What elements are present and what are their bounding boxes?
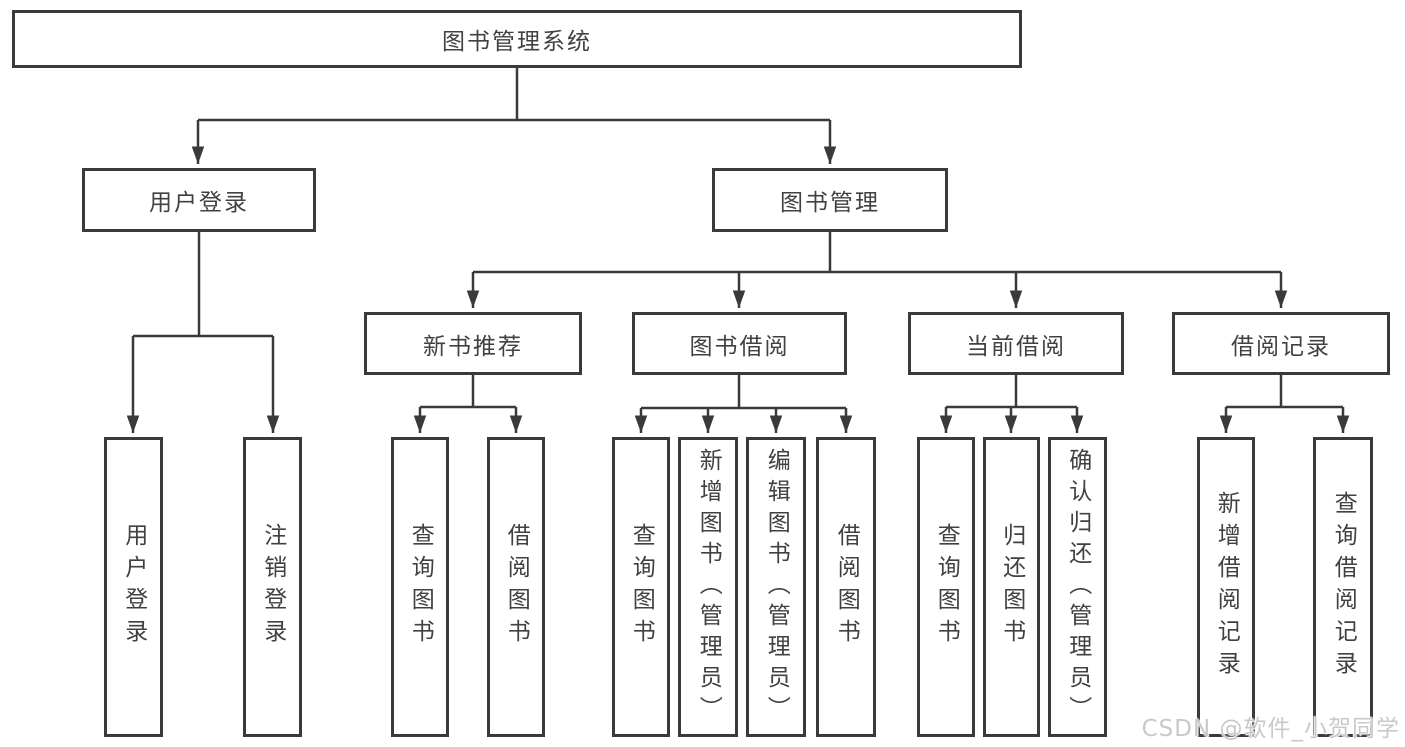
node-book-management: 图书管理 [712,168,948,232]
leaf-rec-query-book: 查询图书 [391,437,449,737]
node-label: 当前借阅 [966,333,1066,360]
leaf-bb-borrow-book: 借阅图书 [816,437,876,737]
leaf-bb-edit-book-admin: 编辑图书（管理员） [746,437,806,737]
leaf-user-login: 用户登录 [104,437,163,737]
node-book-borrowing: 图书借阅 [632,312,847,375]
node-library-management-system: 图书管理系统 [12,10,1022,68]
leaf-logout: 注销登录 [243,437,302,737]
leaf-br-add-record: 新增借阅记录 [1197,437,1255,737]
node-label: 查询图书 [628,523,655,651]
node-current-borrowing: 当前借阅 [908,312,1124,375]
edge-book-mgmt-children [466,232,1288,308]
edge-user-login-children [126,232,280,433]
edge-new-book-rec-children [413,375,523,433]
node-label: 查询借阅记录 [1330,491,1357,683]
node-label: 注销登录 [259,523,286,651]
leaf-rec-borrow-book: 借阅图书 [487,437,545,737]
edge-borrow-records-children [1219,375,1350,433]
leaf-br-query-record: 查询借阅记录 [1313,437,1373,737]
node-label: 新书推荐 [423,333,523,360]
node-label: 归还图书 [998,523,1025,651]
node-label: 用户登录 [149,190,249,216]
node-label: 查询图书 [933,523,960,651]
leaf-cb-confirm-return-admin: 确认归还（管理员） [1048,437,1107,737]
node-label: 新增图书（管理员） [695,447,722,727]
node-label: 借阅记录 [1231,333,1331,360]
leaf-bb-add-book-admin: 新增图书（管理员） [678,437,738,737]
node-label: 用户登录 [120,523,147,651]
edge-root-to-level2 [191,68,837,164]
edge-book-borrow-children [634,375,853,433]
node-label: 新增借阅记录 [1213,491,1240,683]
node-new-book-recommendation: 新书推荐 [364,312,582,375]
node-label: 查询图书 [407,523,434,651]
leaf-cb-return-book: 归还图书 [983,437,1040,737]
node-label: 借阅图书 [833,523,860,651]
node-label: 确认归还（管理员） [1064,447,1091,727]
node-label: 图书借阅 [689,333,790,360]
csdn-watermark: CSDN @软件_小贺同学 [1141,716,1400,742]
leaf-cb-query-book: 查询图书 [917,437,975,737]
leaf-bb-query-book: 查询图书 [612,437,670,737]
edge-current-borrow-children [939,375,1084,433]
node-label: 图书管理 [780,190,880,216]
node-label: 借阅图书 [503,523,530,651]
node-borrowing-records: 借阅记录 [1172,312,1390,375]
node-label: 图书管理系统 [442,29,592,55]
node-user-login: 用户登录 [82,168,316,232]
node-label: 编辑图书（管理员） [763,447,790,727]
